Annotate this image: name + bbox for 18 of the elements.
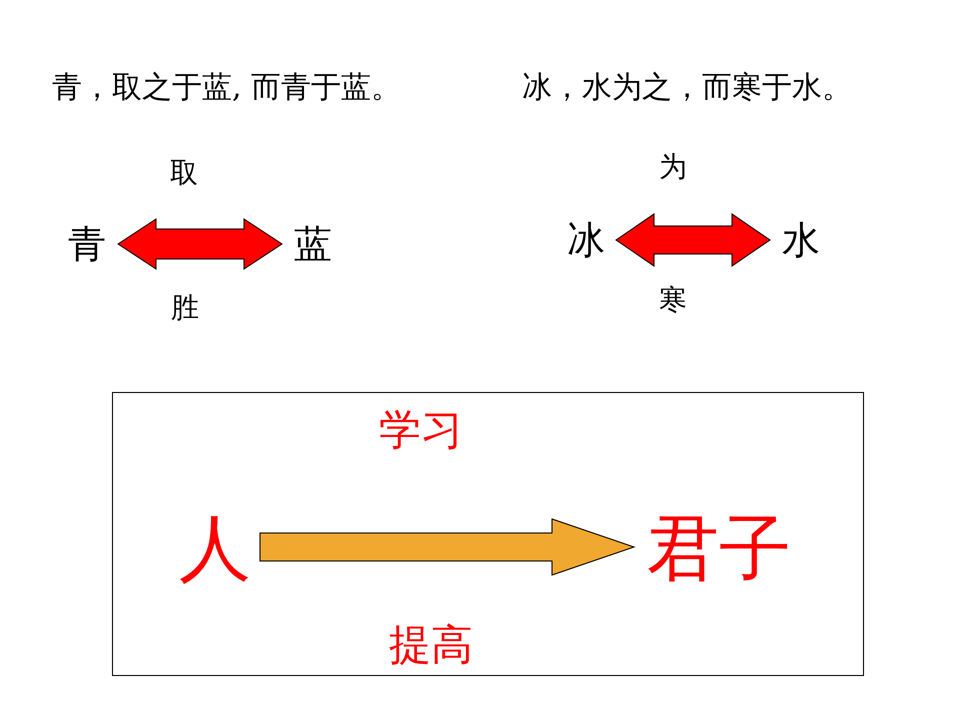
edge-label: 学习 bbox=[379, 409, 463, 451]
sentence: 青，取之于蓝, 而青于蓝。 bbox=[52, 73, 402, 103]
character-label: 青 bbox=[62, 222, 112, 266]
annotation: 提高 bbox=[389, 624, 473, 666]
character-label: 水 bbox=[776, 218, 826, 262]
sentence: 冰，水为之，而寒于水。 bbox=[522, 73, 852, 103]
character-label: 人 bbox=[175, 508, 255, 588]
character-label: 君子 bbox=[641, 508, 797, 588]
block-arrow bbox=[260, 518, 636, 576]
double-arrow bbox=[615, 213, 771, 267]
character-label: 冰 bbox=[562, 218, 610, 262]
frame-box bbox=[112, 392, 864, 676]
annotation: 胜 bbox=[171, 294, 199, 322]
double-arrow bbox=[117, 218, 283, 270]
annotation: 寒 bbox=[659, 286, 687, 314]
edge-label: 为 bbox=[659, 153, 687, 181]
edge-label: 取 bbox=[170, 159, 198, 187]
character-label: 蓝 bbox=[288, 222, 338, 266]
